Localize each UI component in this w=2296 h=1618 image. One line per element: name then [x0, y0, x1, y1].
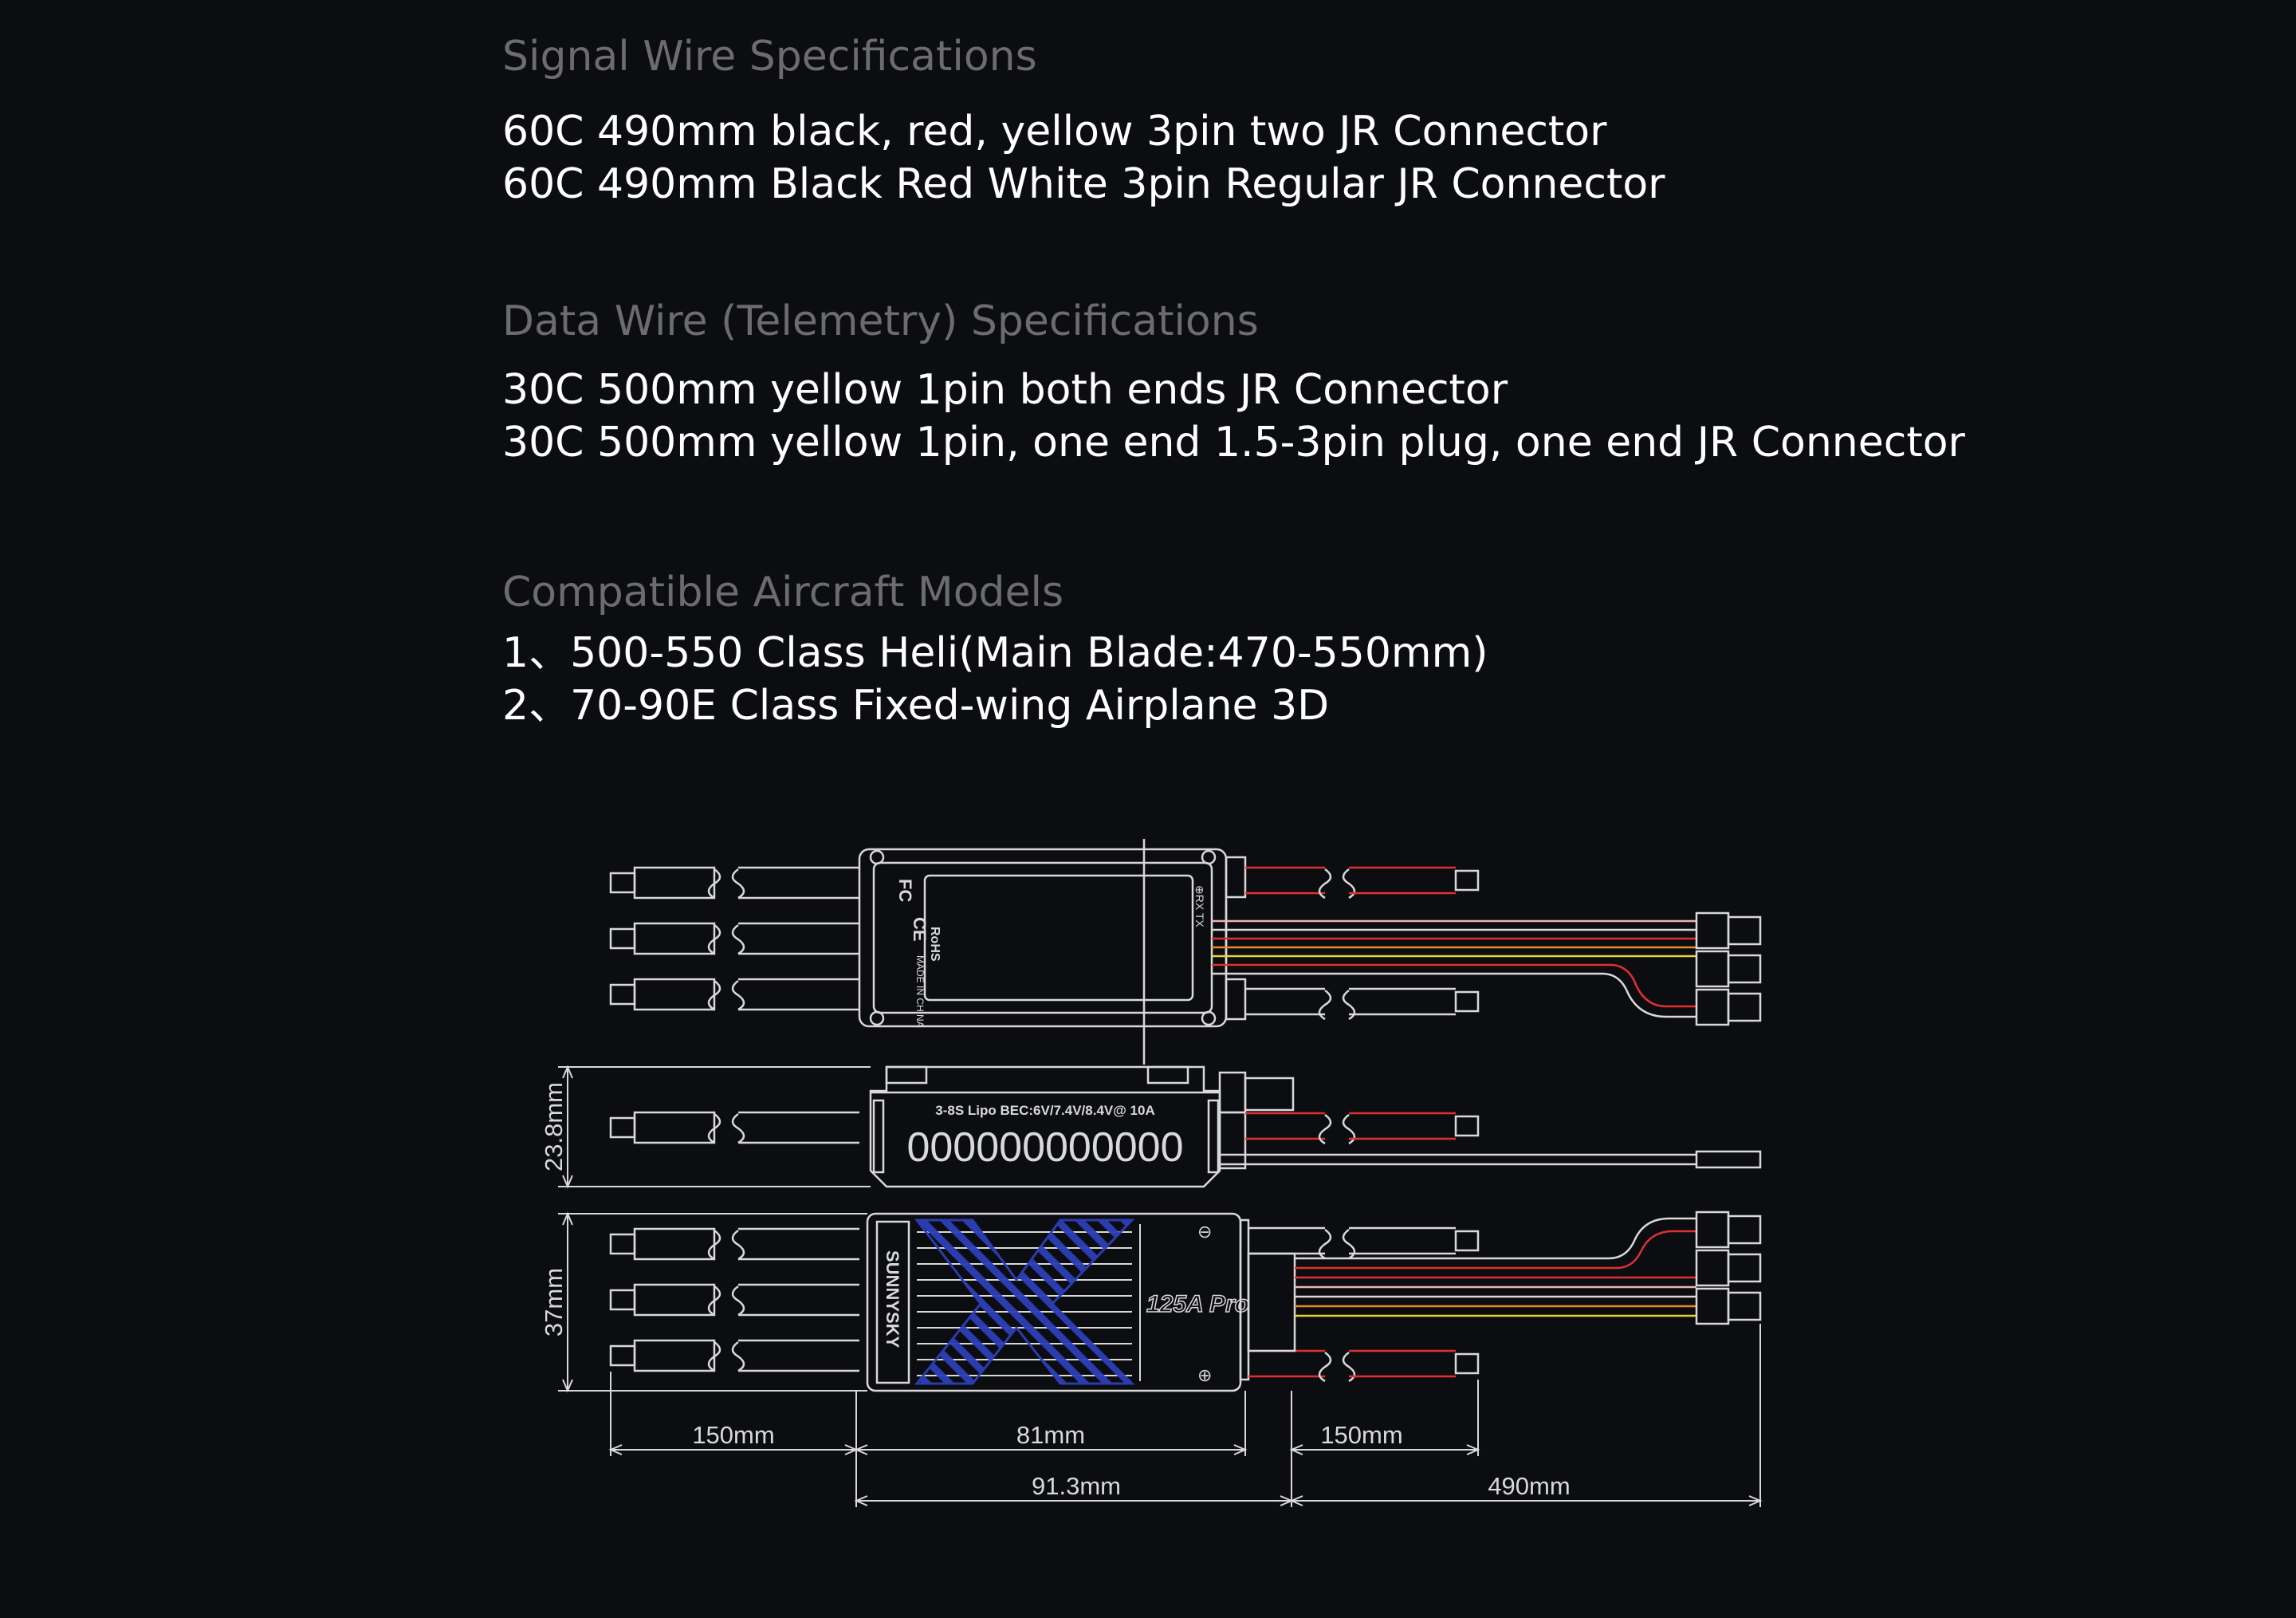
x-logo [914, 1218, 1135, 1385]
data-wire-heading: Data Wire (Telemetry) Specifications [502, 297, 1259, 345]
signal-wire-line: 60C 490mm black, red, yellow 3pin two JR… [502, 108, 1607, 156]
signal-wire-section: Signal Wire Specifications 60C 490mm bla… [502, 32, 1665, 211]
model-label: 125A Pro [1146, 1291, 1249, 1317]
ports-label: ⊕RX TX [1193, 885, 1206, 927]
ce-mark: CE [910, 917, 930, 942]
certification-labels: FC CE RoHS MADE IN CHINA ⊕RX TX [895, 879, 1206, 1028]
minus-mark: ⊖ [1197, 1222, 1212, 1242]
model-item: 1、500-550 Class Heli(Main Blade:470-550m… [502, 629, 1488, 678]
esc-top-view: FC CE RoHS MADE IN CHINA ⊕RX TX [609, 848, 1762, 1028]
dim-length-total: 91.3mm [1032, 1472, 1121, 1500]
signal-wire-bundle-top [1212, 919, 1696, 1018]
signal-wire-heading: Signal Wire Specifications [502, 33, 1037, 81]
signal-wire-line: 60C 490mm Black Red White 3pin Regular J… [502, 160, 1665, 209]
battery-leads-side [1220, 1112, 1762, 1169]
battery-leads-bottom [1239, 1218, 1480, 1383]
compatible-models-heading: Compatible Aircraft Models [502, 569, 1064, 616]
made-in-label: MADE IN CHINA [914, 955, 926, 1028]
dim-signal-wire: 490mm [1488, 1472, 1570, 1500]
model-item: 2、70-90E Class Fixed-wing Airplane 3D [502, 682, 1330, 730]
dim-lead-motor: 150mm [692, 1421, 774, 1449]
data-wire-line: 30C 500mm yellow 1pin both ends JR Conne… [502, 366, 1508, 415]
serial-number: 000000000000 [906, 1124, 1183, 1171]
compatible-models-section: Compatible Aircraft Models 1、500-550 Cla… [502, 568, 1488, 732]
dim-lead-battery: 150mm [1320, 1421, 1402, 1449]
signal-wire-list: 60C 490mm black, red, yellow 3pin two JR… [502, 105, 1665, 211]
plus-mark: ⊕ [1197, 1365, 1212, 1385]
data-wire-line: 30C 500mm yellow 1pin, one end 1.5-3pin … [502, 419, 1965, 467]
esc-bottom-view: SUNNYSKY 125A Pro ⊖ ⊕ [609, 1211, 1762, 1392]
motor-lead-group [609, 866, 859, 1011]
dimension-lines [558, 1065, 1763, 1507]
brand-label: SUNNYSKY [883, 1250, 902, 1348]
rohs-mark: RoHS [928, 927, 942, 962]
compatible-models-list: 1、500-550 Class Heli(Main Blade:470-550m… [502, 627, 1488, 732]
data-wire-list: 30C 500mm yellow 1pin both ends JR Conne… [502, 364, 1965, 469]
jr-connectors-bottom [1695, 1211, 1762, 1325]
esc-side-view: 3-8S Lipo BEC:6V/7.4V/8.4V@ 10A 00000000… [609, 839, 1762, 1188]
dim-width-body: 37mm [540, 1268, 568, 1337]
dim-height-side: 23.8mm [540, 1082, 568, 1171]
signal-wire-bundle-bottom [1247, 1217, 1696, 1352]
dimension-labels: 23.8mm 37mm 150mm 81mm 150mm 91.3mm 490m… [540, 1082, 1571, 1500]
jr-connectors-top [1695, 911, 1762, 1026]
data-wire-section: Data Wire (Telemetry) Specifications 30C… [502, 297, 1965, 469]
fc-mark: FC [895, 879, 915, 902]
dim-length-body: 81mm [1016, 1421, 1085, 1449]
spec-label: 3-8S Lipo BEC:6V/7.4V/8.4V@ 10A [935, 1103, 1154, 1118]
battery-leads-top [1245, 866, 1480, 1021]
